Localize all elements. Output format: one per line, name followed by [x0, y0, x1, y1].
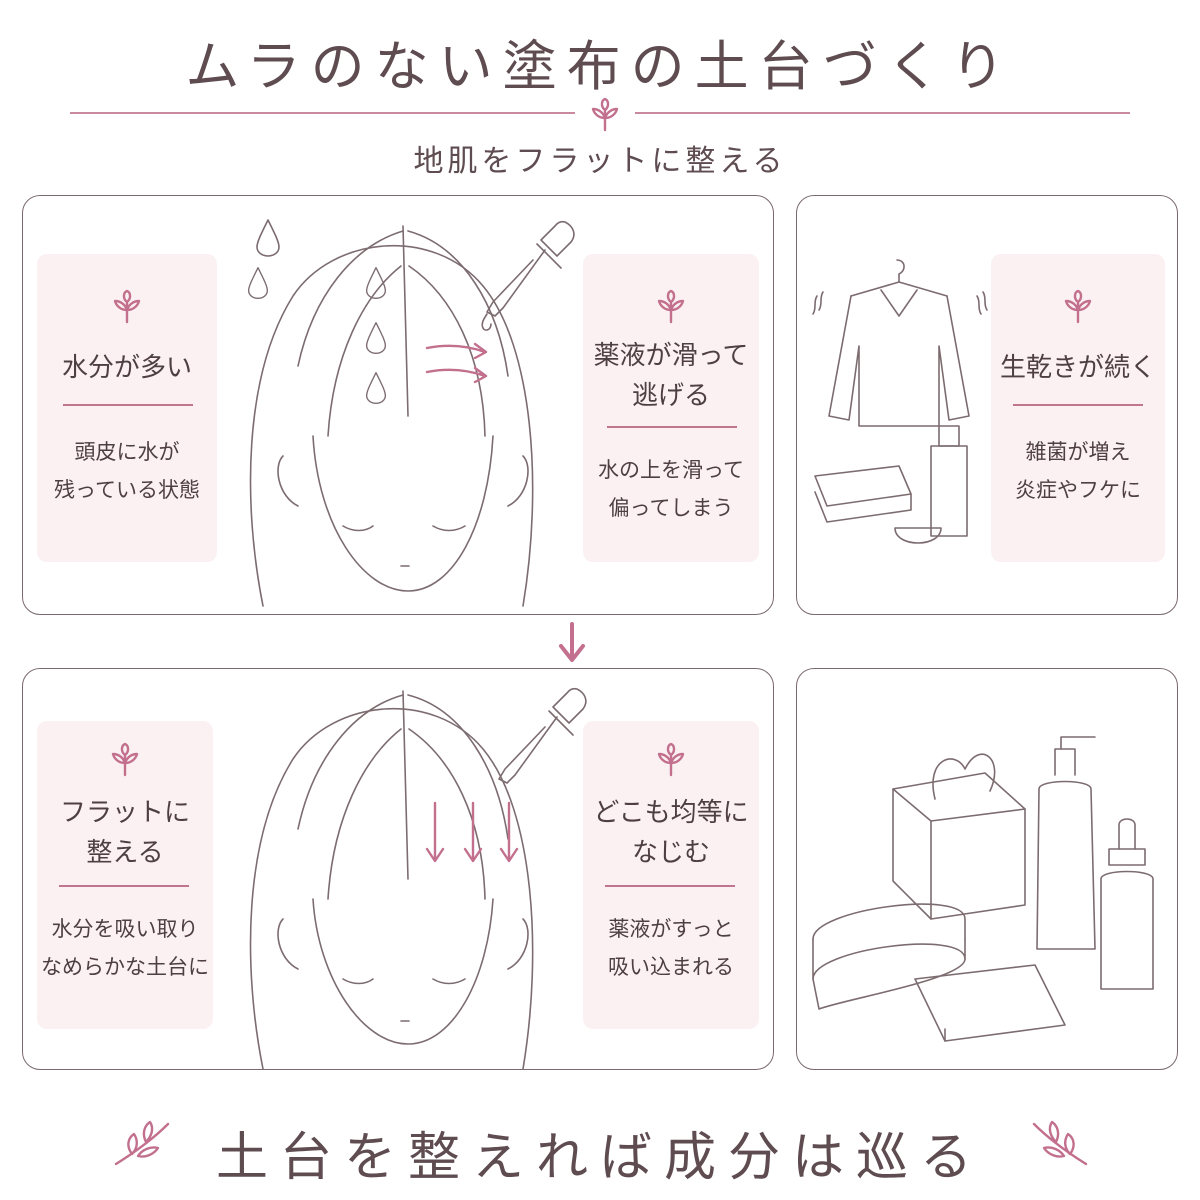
card-desc-line1: 雑菌が増え [1025, 440, 1131, 464]
card-desc-line1: 薬液がすっと [608, 917, 734, 941]
leaf-sprig-icon [591, 97, 619, 132]
card-stays-damp: 生乾きが続く 雑菌が増え 炎症やフケに [991, 254, 1165, 562]
page-title: ムラのない塗布の土台づくり [185, 35, 1015, 98]
card-desc-line2: なめらかな土台に [41, 955, 209, 979]
leaf-sprig-icon [1064, 289, 1092, 324]
card-divider [63, 404, 193, 406]
panel-care-items [796, 668, 1178, 1070]
card-heading: 水分が多い [61, 353, 192, 383]
water-drop-icon [365, 322, 387, 354]
card-desc-line1: 水分を吸い取り [51, 917, 199, 941]
card-divider [59, 885, 189, 887]
card-desc-line1: 頭皮に水が [74, 440, 180, 464]
woman-head-illustration [249, 225, 534, 607]
leaf-sprig-icon [657, 289, 685, 324]
card-heading-line2: なじむ [631, 838, 710, 868]
water-drop-icon [365, 372, 387, 404]
card-desc-line1: 水の上を滑って [598, 458, 744, 482]
card-solution-slips: 薬液が滑って 逃げる 水の上を滑って 偏ってしまう [583, 254, 759, 562]
card-desc-line2: 炎症やフケに [1015, 478, 1141, 502]
card-heading: 生乾きが続く [999, 353, 1156, 383]
arrow-right-icon [425, 342, 488, 384]
panel-wet-scalp: 水分が多い 頭皮に水が 残っている状態 薬液が滑って 逃げる 水の上を滑って 偏… [22, 195, 774, 615]
footer-tagline: 土台を整えれば成分は巡る [215, 1128, 984, 1188]
arrow-down-icon [559, 622, 585, 662]
card-heading-line2: 整える [86, 838, 164, 868]
panel-damp-items: 生乾きが続く 雑菌が増え 炎症やフケに [796, 195, 1178, 615]
panel-flat-scalp: フラットに 整える 水分を吸い取り なめらかな土台に どこも均等に なじむ 薬液… [22, 668, 774, 1070]
title-rule-left [70, 112, 575, 114]
damp-laundry-illustration [812, 259, 988, 544]
card-too-much-moisture: 水分が多い 頭皮に水が 残っている状態 [37, 254, 217, 562]
arrow-down-icon [425, 801, 519, 863]
leaf-sprig-icon [657, 742, 685, 777]
water-drop-icon [256, 219, 280, 257]
leaf-branch-icon [114, 1120, 170, 1166]
leaf-sprig-icon [111, 742, 139, 777]
card-make-flat: フラットに 整える 水分を吸い取り なめらかな土台に [37, 721, 213, 1029]
card-heading-line1: 薬液が滑って [593, 341, 749, 371]
leaf-sprig-icon [113, 289, 141, 324]
water-drop-icon [365, 267, 387, 299]
card-divider [1013, 404, 1143, 406]
card-heading-line1: どこも均等に [593, 798, 749, 828]
subtitle: 地肌をフラットに整える [413, 144, 787, 179]
card-divider [607, 426, 737, 428]
dropper-icon [498, 687, 587, 784]
leaf-branch-icon [1032, 1120, 1088, 1166]
card-heading-line2: 逃げる [631, 381, 710, 411]
card-divider [605, 885, 735, 887]
card-desc-line2: 残っている状態 [54, 478, 200, 502]
card-desc-line2: 吸い込まれる [608, 955, 734, 979]
card-even-absorption: どこも均等に なじむ 薬液がすっと 吸い込まれる [583, 721, 759, 1029]
woman-head-illustration [249, 690, 534, 1070]
water-drop-icon [247, 267, 269, 299]
dropper-icon [481, 220, 575, 331]
title-rule-right [635, 112, 1130, 114]
card-desc-line2: 偏ってしまう [608, 496, 734, 520]
card-heading-line1: フラットに [59, 798, 190, 828]
towel-tissue-bottles-illustration [812, 736, 1154, 1042]
